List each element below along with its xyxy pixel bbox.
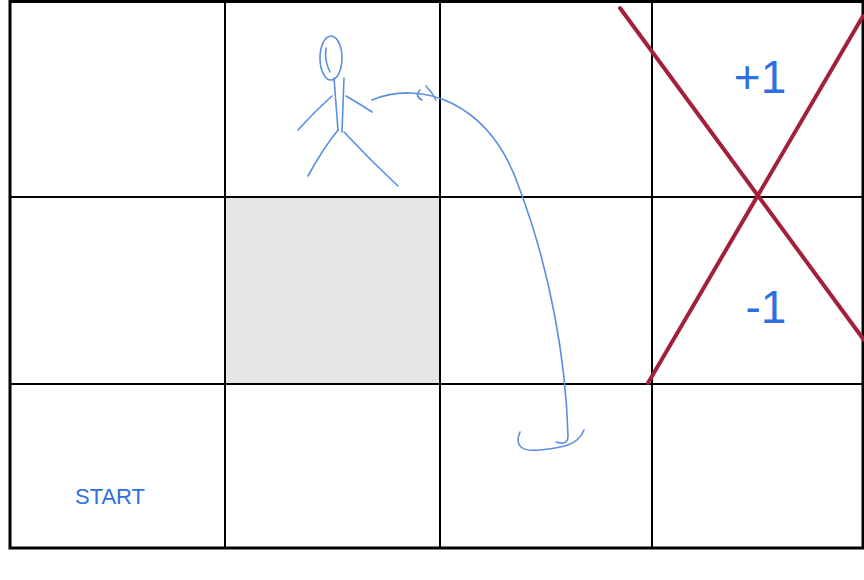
grid-lines (10, 1, 863, 548)
grid-cell: +1 (652, 1, 863, 197)
cell-value: START (75, 486, 145, 508)
grid-cell: -1 (652, 197, 863, 384)
grid-cell: START (10, 384, 225, 548)
stick-figure (298, 36, 398, 186)
cell-value: -1 (746, 284, 787, 330)
blocked-cell (225, 197, 440, 384)
cross-mark (620, 8, 864, 383)
jump-arrow (372, 86, 584, 450)
cell-value: +1 (734, 54, 786, 100)
grid-border (10, 2, 863, 549)
